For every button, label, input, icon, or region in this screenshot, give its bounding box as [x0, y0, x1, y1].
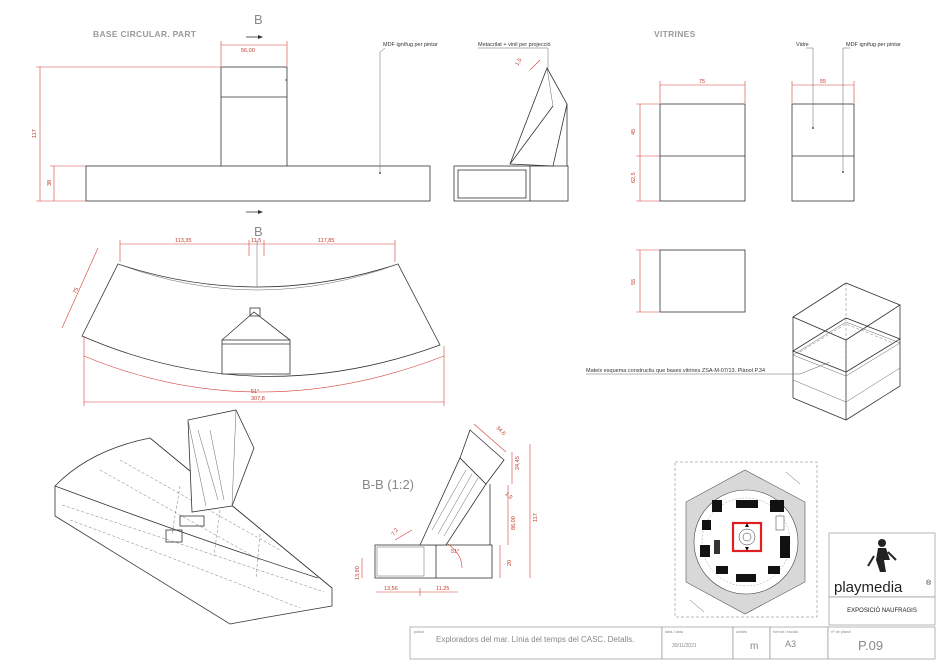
dim-vitrine-55: 55: [631, 279, 637, 285]
dim-sec-117: 117: [533, 513, 539, 522]
dim-sec-20: 20: [507, 560, 513, 566]
note-mdf: MDF ignífug per pintar: [383, 42, 438, 48]
dim-cart: 1,5: [515, 57, 524, 67]
dim-plan-total: 307,8: [251, 396, 265, 402]
isometric-view: [54, 409, 333, 625]
plane-label: plànol: [414, 630, 424, 634]
format-value: A3: [785, 639, 796, 649]
dim-sec-13: 13,90: [355, 566, 361, 580]
section-bb: B-B (1:2) 34,6 24,45 117 86,00 20 13,90 …: [355, 423, 539, 596]
dim-sec-24: 24,45: [515, 456, 521, 470]
dim-plan-a: 113,35: [175, 238, 191, 244]
dim-plan-c: 117,85: [318, 238, 334, 244]
highlight-square: [731, 521, 763, 553]
side-view: Metacrilat + vinil per projecció 1,5: [453, 42, 569, 202]
dim-elev-base: 38: [47, 180, 53, 186]
dim-plan-b: 11,5: [251, 238, 261, 244]
plane-title: Exploradors del mar. Línia del temps del…: [436, 635, 634, 644]
dim-plan-side: 75: [72, 287, 80, 295]
dim-elev-width: 56,00: [241, 48, 255, 54]
plane-number: P.09: [858, 638, 883, 653]
dim-sec-51: 51°: [451, 549, 459, 555]
note-metacrilat: Metacrilat + vinil per projecció: [478, 42, 551, 48]
section-marker-top: B: [254, 12, 263, 27]
units-label: unitats: [736, 630, 747, 634]
dim-sec-11: 11,25: [436, 586, 449, 592]
dim-plan-angle: 51°: [251, 389, 259, 395]
project-name: EXPOSICIÓ NAUFRAGIS: [847, 607, 917, 614]
logo-name: playmedia: [834, 579, 903, 596]
section-marker-bottom: B: [254, 224, 263, 239]
number-label: nº de plànol: [831, 630, 851, 634]
format-label: format / escala: [773, 630, 799, 634]
section-label: B-B (1:2): [362, 477, 414, 492]
dim-vitrine-width-2: 55: [820, 79, 826, 85]
vitrines-title: VITRINES: [654, 29, 696, 39]
location-plan: [674, 461, 818, 618]
dim-sec-13b: 13,56: [384, 586, 398, 592]
logo-reg: ®: [926, 579, 932, 587]
note-mdf-2: MDF ignífug per pintar: [846, 42, 901, 48]
title-block: playmedia ® EXPOSICIÓ NAUFRAGIS plànol E…: [409, 532, 936, 660]
dim-sec-7: 7,2: [391, 527, 400, 537]
dim-sec-15: 1,5: [504, 491, 514, 501]
base-title: BASE CIRCULAR. PART: [93, 29, 197, 39]
playmedia-logo-icon: [867, 539, 897, 572]
note-vidre: Vidre: [796, 42, 809, 48]
units-value: m: [750, 641, 758, 652]
dim-vitrine-45: 45: [631, 129, 637, 135]
vitrine-isometric: [792, 282, 901, 421]
dim-elev-height: 117: [32, 129, 38, 138]
dim-sec-34: 34,6: [495, 425, 507, 437]
date-label: data / data: [665, 630, 684, 634]
vitrines-views: VITRINES 75 45 62,5 Vidre MDF ignífug pe…: [586, 29, 901, 421]
project-box: [828, 596, 936, 626]
date-value: 30/11/2021: [672, 643, 697, 649]
dim-sec-86: 86,00: [511, 516, 517, 530]
dim-vitrine-width: 75: [699, 79, 705, 85]
plan-view: B 113,35 11,5 117,85 75 51° 307,8: [61, 210, 445, 406]
note-mateix: Mateix esquema constructiu que bases vit…: [586, 368, 765, 374]
dim-vitrine-62: 62,5: [631, 172, 637, 183]
elevation-view: BASE CIRCULAR. PART B 56,00 117 38 MDF i…: [32, 12, 438, 202]
